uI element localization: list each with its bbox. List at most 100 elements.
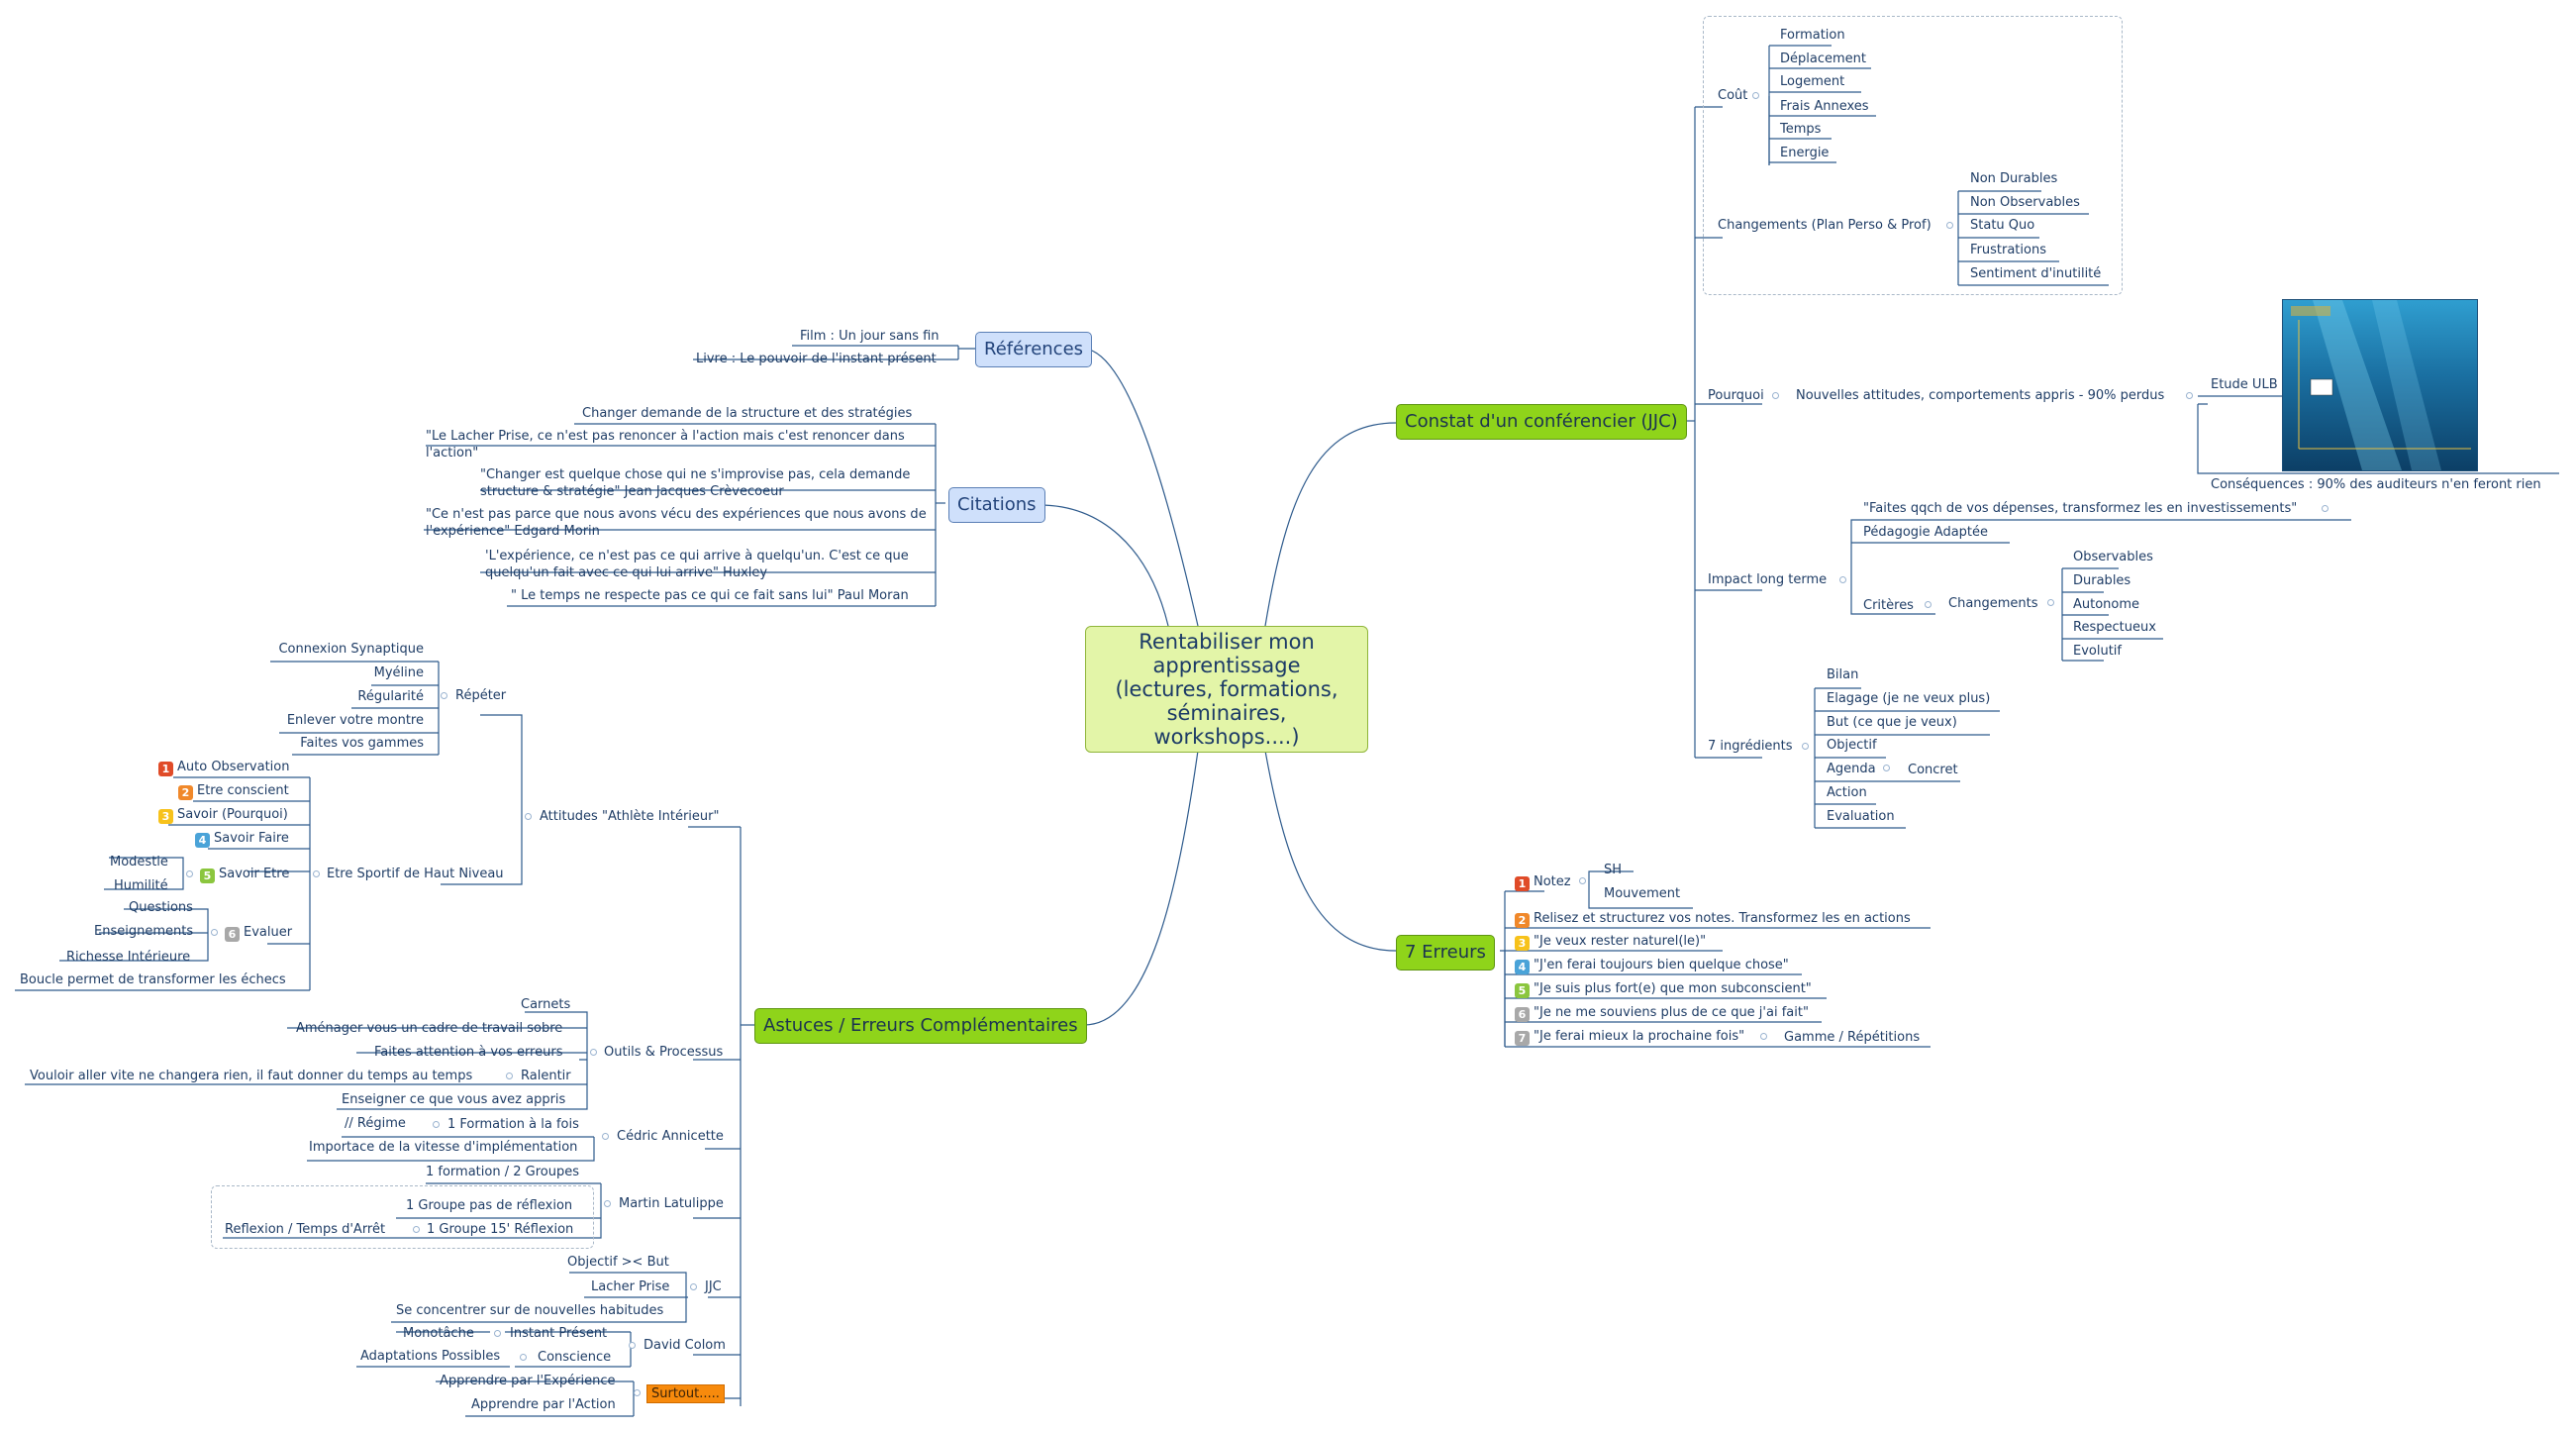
ingredient-item[interactable]: Evaluation — [1827, 809, 1895, 824]
jjc-item[interactable]: Se concentrer sur de nouvelles habitudes — [396, 1303, 664, 1318]
savoir-etre-collapse[interactable] — [186, 870, 193, 877]
boucle-item[interactable]: Boucle permet de transformer les échecs — [20, 972, 286, 987]
central-topic[interactable]: Rentabiliser mon apprentissage (lectures… — [1085, 626, 1368, 753]
reference-item[interactable]: Livre : Le pouvoir de l'instant présent — [696, 352, 937, 366]
outils-item[interactable]: Aménager vous un cadre de travail sobre — [296, 1021, 563, 1036]
surtout-item[interactable]: Apprendre par l'Expérience — [440, 1374, 616, 1388]
erreur-item[interactable]: 3"Je veux rester naturel(le)" — [1515, 933, 1706, 951]
repeter-item[interactable]: Faites vos gammes — [300, 736, 424, 751]
martin-item[interactable]: 1 formation / 2 Groupes — [426, 1165, 579, 1179]
impact-pedagogie[interactable]: Pédagogie Adaptée — [1863, 525, 1989, 540]
reflexion-collapse[interactable] — [413, 1226, 420, 1233]
agenda-collapse[interactable] — [1883, 765, 1890, 771]
surtout-item[interactable]: Apprendre par l'Action — [471, 1397, 616, 1412]
repeter-collapse[interactable] — [441, 692, 447, 699]
ingredient-item[interactable]: Agenda — [1827, 762, 1876, 776]
evaluer-item[interactable]: Richesse Intérieure — [66, 950, 191, 965]
ingredient-item[interactable]: Bilan — [1827, 667, 1859, 682]
cout-item[interactable]: Temps — [1780, 122, 1822, 137]
repeter-item[interactable]: Myéline — [373, 665, 424, 680]
citation-item[interactable]: 'L'expérience, ce n'est pas ce qui arriv… — [485, 549, 909, 580]
david-monotache[interactable]: Monotâche — [403, 1326, 474, 1341]
notez-collapse[interactable] — [1579, 877, 1586, 884]
ralentir-item[interactable]: Vouloir aller vite ne changera rien, il … — [30, 1069, 473, 1083]
surtout-collapse[interactable] — [634, 1389, 641, 1396]
cout-item[interactable]: Frais Annexes — [1780, 99, 1869, 114]
erreur-item[interactable]: 6"Je ne me souviens plus de ce que j'ai … — [1515, 1004, 1809, 1022]
attitudes-node[interactable]: Attitudes "Athlète Intérieur" — [540, 809, 720, 824]
attitudes-collapse[interactable] — [525, 813, 532, 820]
impact-node[interactable]: Impact long terme — [1708, 572, 1828, 587]
impact-item[interactable]: Durables — [2073, 573, 2131, 588]
topic-erreurs[interactable]: 7 Erreurs — [1396, 935, 1495, 971]
changements-item[interactable]: Statu Quo — [1970, 218, 2035, 233]
citation-item[interactable]: " Le temps ne respecte pas ce qui ce fai… — [511, 588, 909, 603]
pourquoi-nouvelles[interactable]: Nouvelles attitudes, comportements appri… — [1796, 388, 2165, 403]
evaluer-collapse[interactable] — [211, 929, 218, 936]
impact-item[interactable]: Autonome — [2073, 597, 2140, 612]
jjc-item[interactable]: Objectif >< But — [567, 1255, 669, 1270]
repeter-item[interactable]: Enlever votre montre — [286, 713, 424, 728]
ingredient-item[interactable]: Objectif — [1827, 738, 1877, 753]
citation-item[interactable]: "Ce n'est pas parce que nous avons vécu … — [426, 507, 927, 539]
repeter-item[interactable]: Régularité — [357, 689, 424, 704]
ralentir-collapse[interactable] — [506, 1073, 513, 1079]
cout-item[interactable]: Formation — [1780, 28, 1845, 43]
consequences-node[interactable]: Conséquences : 90% des auditeurs n'en fe… — [2211, 477, 2541, 492]
nouvelles-collapse[interactable] — [2186, 392, 2193, 399]
conscience-collapse[interactable] — [520, 1354, 527, 1361]
evaluer-item[interactable]: Questions — [129, 900, 193, 915]
david-adaptations[interactable]: Adaptations Possibles — [360, 1349, 501, 1364]
erreur-item[interactable]: 4"J'en ferai toujours bien quelque chose… — [1515, 957, 1789, 974]
changements-item[interactable]: Sentiment d'inutilité — [1970, 266, 2102, 281]
reference-item[interactable]: Film : Un jour sans fin — [800, 329, 940, 344]
cout-collapse[interactable] — [1752, 92, 1759, 99]
changements-item[interactable]: Non Observables — [1970, 195, 2080, 210]
ralentir-node[interactable]: Ralentir — [521, 1069, 571, 1083]
evaluer-item[interactable]: Enseignements — [94, 924, 194, 939]
david-instant[interactable]: Instant Présent — [510, 1326, 608, 1341]
changements-item[interactable]: Non Durables — [1970, 171, 2058, 186]
cout-item[interactable]: Logement — [1780, 74, 1845, 89]
notez-item[interactable]: SH — [1604, 863, 1623, 877]
citation-item[interactable]: "Le Lacher Prise, ce n'est pas renoncer … — [426, 429, 905, 460]
cout-item[interactable]: Déplacement — [1780, 51, 1866, 66]
changements-node[interactable]: Changements (Plan Perso & Prof) — [1718, 218, 1932, 233]
sportif-node[interactable]: Etre Sportif de Haut Niveau — [327, 867, 504, 881]
citation-item[interactable]: Changer demande de la structure et des s… — [582, 406, 913, 421]
martin-item[interactable]: 1 Groupe pas de réflexion — [406, 1198, 573, 1213]
martin-node[interactable]: Martin Latulippe — [619, 1196, 724, 1211]
ingredients-node[interactable]: 7 ingrédients — [1708, 739, 1793, 754]
notez-item[interactable]: Mouvement — [1604, 886, 1681, 901]
david-conscience[interactable]: Conscience — [538, 1350, 612, 1365]
savoir-etre-item[interactable]: Modestie — [110, 855, 168, 869]
cout-node[interactable]: Coût — [1718, 88, 1748, 103]
faites-collapse[interactable] — [2322, 505, 2328, 512]
cedric-collapse[interactable] — [602, 1133, 609, 1140]
impact-item[interactable]: Evolutif — [2073, 644, 2122, 659]
martin-item[interactable]: 1 Groupe 15' Réflexion — [427, 1222, 574, 1237]
pourquoi-collapse[interactable] — [1772, 392, 1779, 399]
erreur-item[interactable]: 5"Je suis plus fort(e) que mon subconsci… — [1515, 980, 1812, 998]
impact-item[interactable]: Respectueux — [2073, 620, 2156, 635]
erreur-7-collapse[interactable] — [1760, 1033, 1767, 1040]
cedric-regime[interactable]: // Régime — [345, 1116, 406, 1131]
impact-faites[interactable]: "Faites qqch de vos dépenses, transforme… — [1863, 501, 2298, 516]
jjc-collapse[interactable] — [690, 1283, 697, 1290]
outils-item[interactable]: Faites attention à vos erreurs — [374, 1045, 563, 1060]
cedric-importance[interactable]: Importace de la vitesse d'implémentation — [309, 1140, 578, 1155]
jjc-item[interactable]: Lacher Prise — [591, 1279, 670, 1294]
surtout-node[interactable]: Surtout..... — [646, 1384, 725, 1403]
ingredient-item[interactable]: Elagage (je ne veux plus) — [1827, 691, 1991, 706]
impact-collapse[interactable] — [1839, 576, 1846, 583]
ingredients-collapse[interactable] — [1802, 743, 1809, 750]
impact-changements-collapse[interactable] — [2047, 599, 2054, 606]
